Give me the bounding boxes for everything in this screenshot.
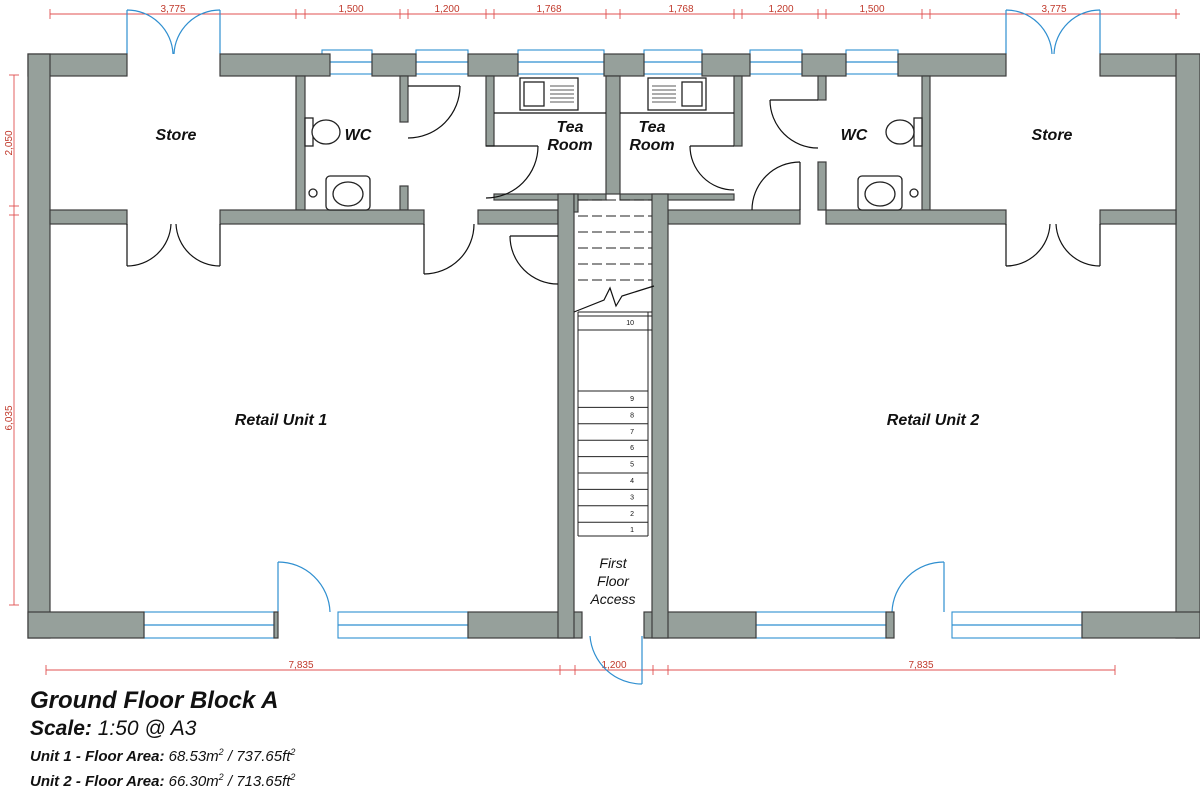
dim-left-1: 2,050: [4, 130, 15, 155]
legend: Ground Floor Block A Scale: 1:50 @ A3 Un…: [30, 686, 295, 792]
dim-bottom-3: 7,835: [908, 660, 933, 671]
room-label-store-right: Store: [1032, 127, 1073, 144]
staircase: [573, 199, 655, 537]
walls: [27, 53, 1200, 639]
dim-top-6: 1,200: [768, 4, 793, 15]
stair-step-number: 7: [630, 429, 634, 436]
external-doors: [126, 9, 1101, 685]
unit2-ft2-superscript: 2: [290, 772, 296, 782]
scale-label: Scale:: [30, 717, 92, 740]
sanitary-fixtures: [304, 117, 923, 211]
stair-step-number: 1: [630, 527, 634, 534]
dim-top-1: 3,775: [160, 4, 185, 15]
room-label-retail-2: Retail Unit 2: [887, 412, 980, 429]
room-label-access-line2: Floor: [597, 573, 630, 589]
windows: [143, 49, 1083, 639]
unit2-separator: /: [223, 773, 237, 790]
room-label-wc-left: WC: [345, 127, 372, 144]
unit2-area-ft2: 713.65ft: [236, 773, 291, 790]
stair-step-number: 10: [626, 320, 634, 327]
unit1-area-ft2: 737.65ft: [236, 748, 291, 765]
room-label-store-left: Store: [156, 127, 197, 144]
unit2-area-m2: 66.30m: [168, 773, 219, 790]
room-label-tea-left-line1: Tea: [557, 119, 584, 136]
unit1-ft2-superscript: 2: [290, 747, 296, 757]
room-label-tea-right-line1: Tea: [639, 119, 666, 136]
unit1-area-m2: 68.53m: [168, 748, 219, 765]
plan-title: Ground Floor Block A: [30, 687, 279, 714]
dim-top-7: 1,500: [859, 4, 884, 15]
unit1-m2-superscript: 2: [218, 747, 224, 757]
internal-doors: [126, 85, 1101, 285]
dim-top-4: 1,768: [536, 4, 561, 15]
stair-step-number: 9: [630, 396, 634, 403]
stair-step-number: 2: [630, 511, 634, 518]
unit1-area-label: Unit 1 - Floor Area:: [30, 748, 165, 765]
stair-step-number: 8: [630, 412, 634, 419]
stair-step-number: 4: [630, 478, 634, 485]
scale-value: 1:50 @ A3: [97, 717, 197, 740]
room-label-retail-1: Retail Unit 1: [235, 412, 328, 429]
stair-step-number: 6: [630, 445, 634, 452]
room-label-tea-right-line2: Room: [629, 137, 674, 154]
dimension-lines: [9, 9, 1180, 675]
unit2-area-label: Unit 2 - Floor Area:: [30, 773, 165, 790]
stair-step-number: 3: [630, 494, 634, 501]
dim-top-5: 1,768: [668, 4, 693, 15]
dim-bottom-2: 1,200: [601, 660, 626, 671]
stair-step-number: 5: [630, 462, 634, 469]
sink-icon: [494, 77, 734, 114]
room-label-access-line3: Access: [589, 591, 635, 607]
dim-top-8: 3,775: [1041, 4, 1066, 15]
unit1-area: Unit 1 - Floor Area: 68.53m2 / 737.65ft2: [30, 742, 295, 767]
plan-scale: Scale: 1:50 @ A3: [30, 716, 295, 742]
room-label-wc-right: WC: [841, 127, 868, 144]
dim-left-2: 6,035: [4, 405, 15, 430]
unit2-m2-superscript: 2: [218, 772, 224, 782]
room-label-access-line1: First: [599, 555, 627, 571]
dim-top-3: 1,200: [434, 4, 459, 15]
dim-top-2: 1,500: [338, 4, 363, 15]
unit2-area: Unit 2 - Floor Area: 66.30m2 / 713.65ft2: [30, 767, 295, 792]
room-label-tea-left-line2: Room: [547, 137, 592, 154]
dim-bottom-1: 7,835: [288, 660, 313, 671]
floor-plan: 3,775 1,500 1,200 1,768 1,768 1,200 1,50…: [4, 4, 1200, 685]
unit1-separator: /: [223, 748, 237, 765]
